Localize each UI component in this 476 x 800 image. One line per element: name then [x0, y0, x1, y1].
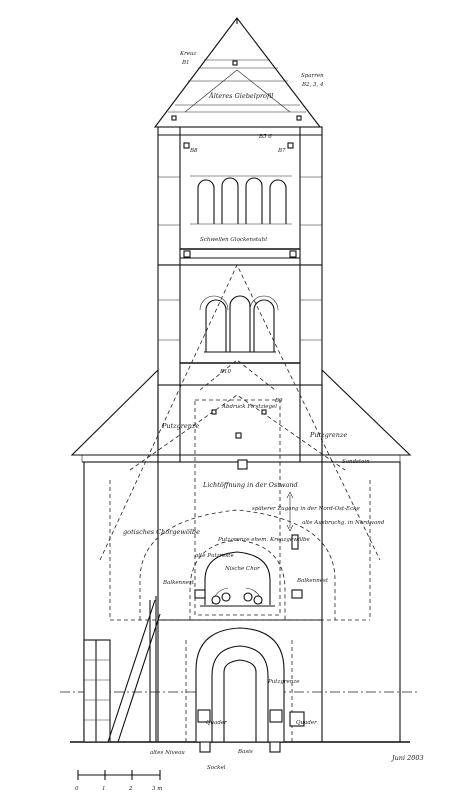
label-lichtoeffnung: Lichtöffnung in der Ostwand [202, 481, 298, 489]
label-sparren-nr: B2, 3, 4 [301, 82, 324, 88]
label-sockel: Sockel [207, 765, 226, 771]
label-b7: B7 [277, 148, 286, 154]
left-stair [83, 596, 161, 743]
label-balkennest-left: Balkennest [162, 580, 195, 586]
annotations: Kreuz B1 Sparren B2, 3, 4 Älteres Giebel… [75, 51, 424, 792]
label-nische: Nische Chor [224, 566, 260, 572]
label-quader-right: Quader [296, 720, 317, 726]
label-b1: B1 [181, 60, 190, 66]
label-alte-putzreste: alte Putzreste [195, 553, 235, 559]
chancel-niche [194, 551, 303, 607]
label-b56: B5 6 [258, 134, 272, 140]
label-altes-niveau: altes Niveau [150, 750, 185, 756]
label-kreuz: Kreuz [179, 51, 197, 57]
label-signatur: Juni 2003 [390, 754, 424, 762]
belfry [157, 126, 323, 266]
label-putzgrenze-unten: Putzgrenze [267, 679, 300, 685]
label-b8: B8 [189, 148, 198, 154]
scale-label-0: 0 [75, 786, 79, 792]
label-zugang: späterer Zugang in der Nord-Ost-Ecke [252, 506, 360, 512]
label-ausbruch: alte Ausbruchg. in Nordwand [302, 520, 385, 526]
scale-bar [77, 770, 161, 780]
scale-label-3: 3 m [152, 786, 162, 792]
label-abdruck: Abdruck Firstziegel [221, 404, 277, 410]
label-putzgrenze-kreuz: Putzgrenze ehem. Kreuzgewölbe [217, 537, 310, 543]
label-putzgrenze-left: Putzgrenze [161, 422, 199, 430]
label-sparren: Sparren [301, 73, 324, 79]
tower-middle [157, 264, 323, 386]
reconstruction-lines [60, 264, 420, 742]
label-balkennest-right: Balkennest [296, 578, 329, 584]
scale-label-2: 2 [128, 786, 133, 792]
label-giebelprofil: Älteres Giebelprofil [208, 91, 273, 100]
label-basis: Basis [237, 749, 253, 755]
scale-label-1: 1 [102, 786, 106, 792]
label-b9: B9 [274, 398, 283, 404]
portal [195, 627, 285, 753]
label-sandstein: Sandstein [342, 459, 370, 465]
label-putzgrenze-right: Putzgrenze [309, 431, 347, 439]
label-glockenstuhl: Schwellen Glockenstuhl [200, 237, 267, 243]
label-quader-left: Quader [206, 720, 227, 726]
right-details [286, 491, 305, 727]
gable-roof [153, 17, 322, 128]
label-b10: B10 [219, 369, 232, 375]
label-gewoelbe: gotisches Chorgewölbe [123, 528, 200, 536]
